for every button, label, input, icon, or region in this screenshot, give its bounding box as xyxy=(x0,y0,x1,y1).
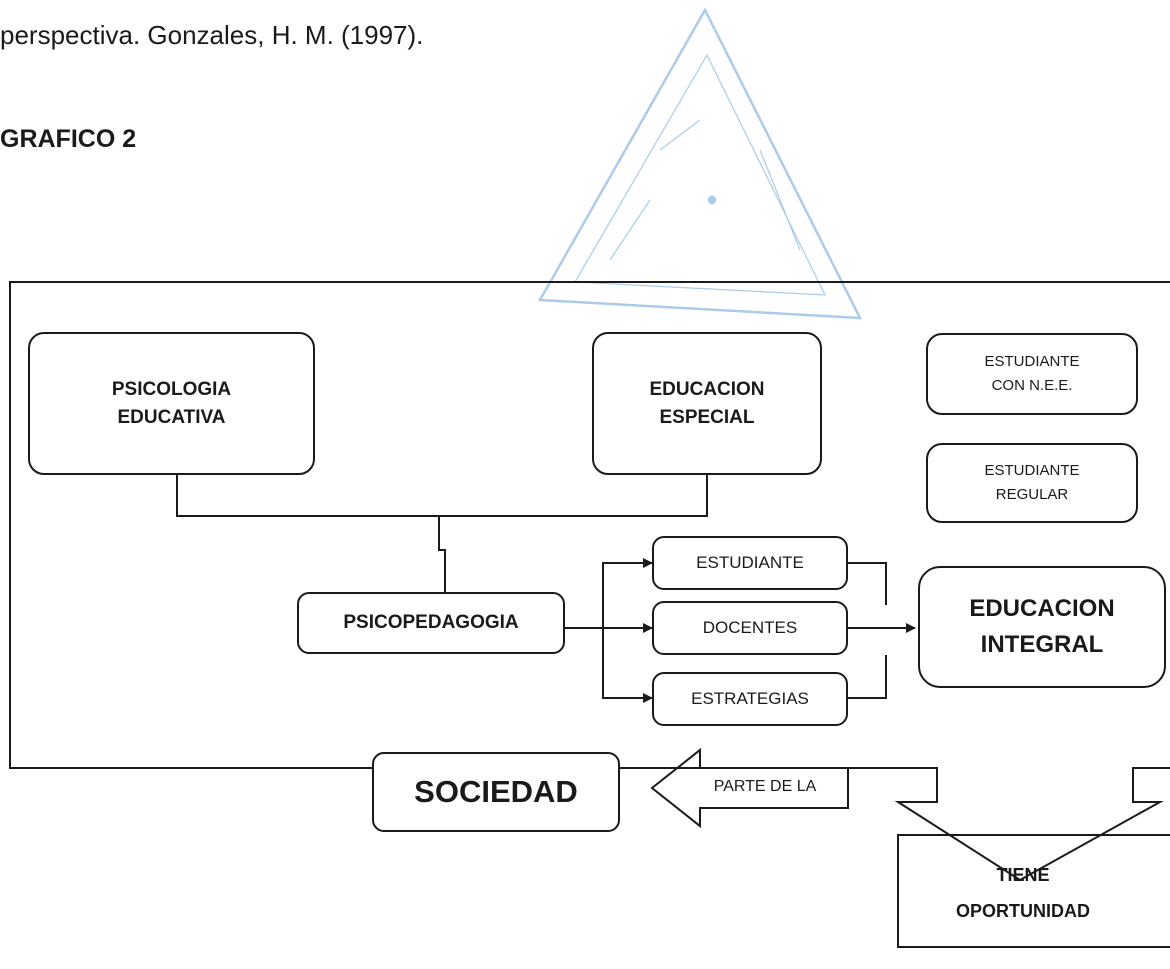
arrow-label: PARTE DE LA xyxy=(713,778,817,795)
node-label: REGULAR xyxy=(995,486,1069,503)
node-label: SOCIEDAD xyxy=(414,773,578,809)
node-psicopedagogia: PSICOPEDAGOGIA xyxy=(297,592,565,654)
node-label: EDUCACION xyxy=(649,378,765,400)
reference-text: perspectiva. Gonzales, H. M. (1997). xyxy=(0,20,424,50)
node-label: ESTUDIANTE xyxy=(984,462,1080,479)
node-label: PSICOPEDAGOGIA xyxy=(343,612,519,634)
node-label: INTEGRAL xyxy=(980,631,1104,658)
node-label: CON N.E.E. xyxy=(991,377,1073,394)
connector-top xyxy=(176,473,708,517)
graph-title: GRAFICO 2 xyxy=(0,125,137,153)
outer-frame xyxy=(9,281,1170,882)
left-block-arrow xyxy=(650,747,849,829)
connector-right-top xyxy=(848,562,887,605)
node-tiene-oportunidad: TIENE OPORTUNIDAD xyxy=(898,840,1148,945)
node-estrategias: ESTRATEGIAS xyxy=(652,672,848,726)
node-label: TIENE xyxy=(996,864,1050,885)
node-label: ESTUDIANTE xyxy=(984,353,1080,370)
connector-right-bottom xyxy=(848,655,887,699)
node-educacion-integral: EDUCACION INTEGRAL xyxy=(918,566,1166,688)
node-estudiante-nee: ESTUDIANTE CON N.E.E. xyxy=(926,333,1138,415)
tiene-oportunidad-frame xyxy=(897,834,1170,948)
node-label: EDUCATIVA xyxy=(117,406,226,428)
node-label: PSICOLOGIA xyxy=(111,378,232,400)
node-label: ESTRATEGIAS xyxy=(691,688,809,708)
node-label: ESPECIAL xyxy=(659,406,755,428)
node-sociedad: SOCIEDAD xyxy=(372,752,620,832)
node-educacion-especial: EDUCACION ESPECIAL xyxy=(592,332,822,475)
node-psicologia-educativa: PSICOLOGIA EDUCATIVA xyxy=(28,332,315,475)
node-label: EDUCACION xyxy=(969,595,1115,622)
node-label: DOCENTES xyxy=(702,617,798,637)
arrow-to-estrategias xyxy=(602,628,653,703)
connector-stem xyxy=(438,516,446,592)
arrow-to-estudiante xyxy=(602,558,653,628)
node-estudiante: ESTUDIANTE xyxy=(652,536,848,590)
node-label: ESTUDIANTE xyxy=(696,552,804,572)
node-label: OPORTUNIDAD xyxy=(956,900,1090,921)
node-estudiante-regular: ESTUDIANTE REGULAR xyxy=(926,443,1138,523)
node-docentes: DOCENTES xyxy=(652,601,848,655)
